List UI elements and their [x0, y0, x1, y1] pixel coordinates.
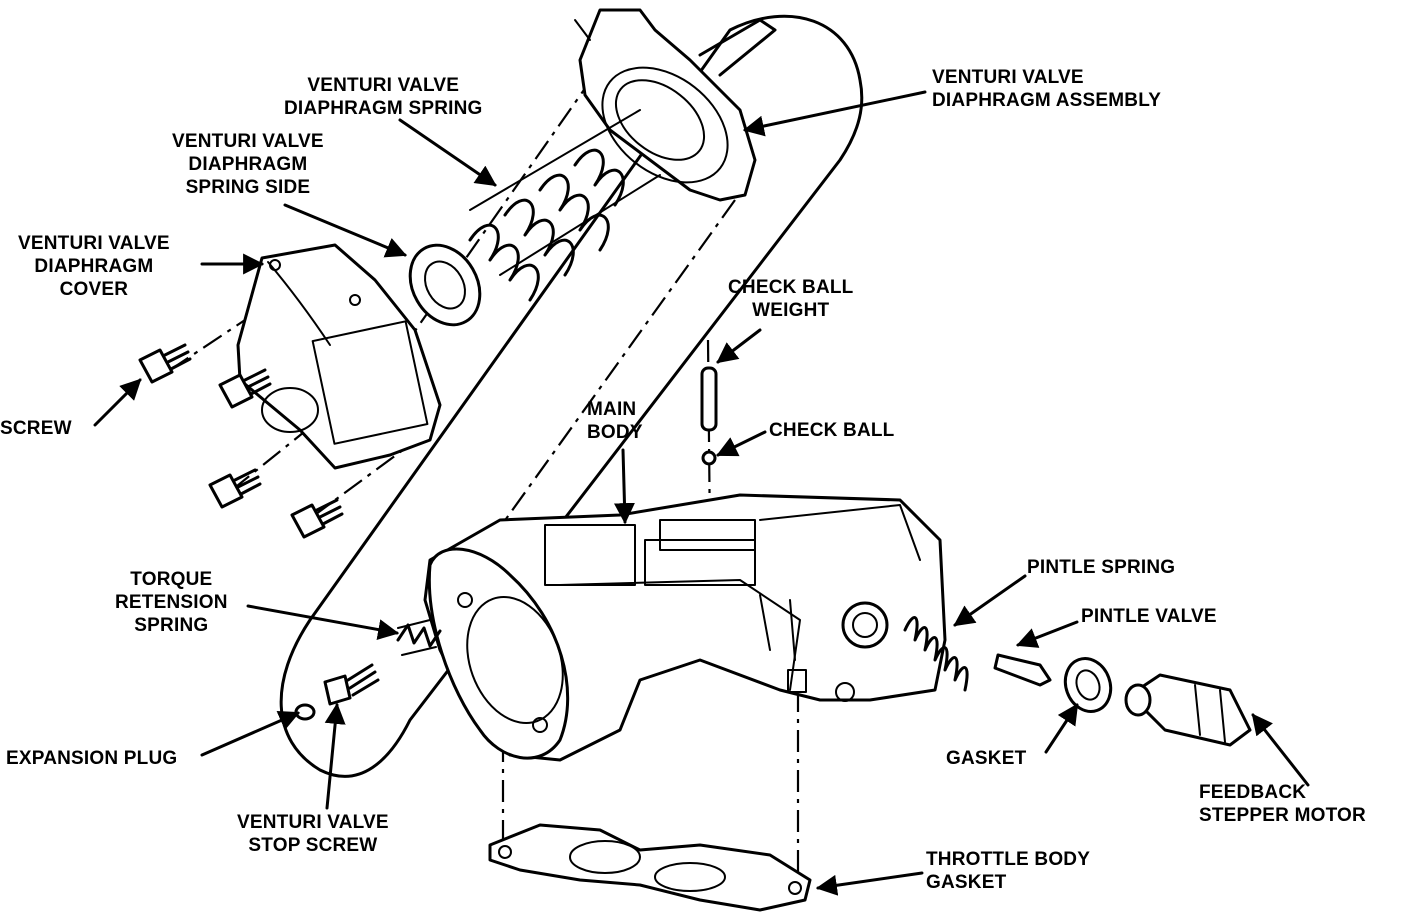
label-check-ball: CHECK BALL: [769, 420, 895, 441]
label-expansion-plug: EXPANSION PLUG: [6, 748, 178, 769]
cover-screw: [218, 368, 272, 409]
diaphragm-cover: [236, 243, 442, 470]
label-check-ball-weight: CHECK BALL WEIGHT: [728, 277, 854, 321]
main-body: [423, 493, 947, 762]
label-diaphragm-spring-side: VENTURI VALVE DIAPHRAGM SPRING SIDE: [172, 131, 324, 198]
label-diaphragm-spring: VENTURI VALVE DIAPHRAGM SPRING: [284, 75, 483, 119]
diaphragm-assembly: [574, 8, 777, 202]
cover-screw: [290, 498, 344, 539]
feedback-stepper-motor: [1124, 673, 1252, 747]
throttle-body-gasket: [488, 823, 812, 912]
gasket-ring: [1063, 657, 1113, 713]
label-pintle-valve: PINTLE VALVE: [1081, 606, 1217, 627]
label-gasket: GASKET: [946, 748, 1027, 769]
pintle-spring: [903, 616, 969, 692]
label-stop-screw: VENTURI VALVE STOP SCREW: [237, 812, 389, 856]
pintle-valve: [993, 653, 1052, 687]
label-pintle-spring: PINTLE SPRING: [1027, 557, 1176, 578]
cover-screw: [208, 468, 262, 509]
diaphragm-spring-side-seat: [408, 243, 482, 327]
assembly-outline: [279, 14, 864, 778]
label-feedback-stepper-motor: FEEDBACK STEPPER MOTOR: [1199, 782, 1366, 826]
label-diaphragm-assembly: VENTURI VALVE DIAPHRAGM ASSEMBLY: [932, 67, 1162, 111]
check-ball-weight: [700, 366, 718, 432]
cover-screw: [138, 343, 192, 384]
label-screw: SCREW: [0, 418, 72, 439]
leader-arrows: [93, 90, 1310, 896]
label-diaphragm-cover: VENTURI VALVE DIAPHRAGM COVER: [18, 233, 170, 300]
diaphragm-spring: [468, 109, 661, 302]
torque-retension-spring: [396, 619, 442, 656]
label-torque-retension-spring: TORQUE RETENSION SPRING: [115, 569, 228, 636]
check-ball: [701, 450, 717, 466]
stop-screw: [323, 663, 380, 706]
label-throttle-body-gasket: THROTTLE BODY GASKET: [926, 849, 1091, 893]
label-main-body: MAIN BODY: [587, 399, 643, 443]
